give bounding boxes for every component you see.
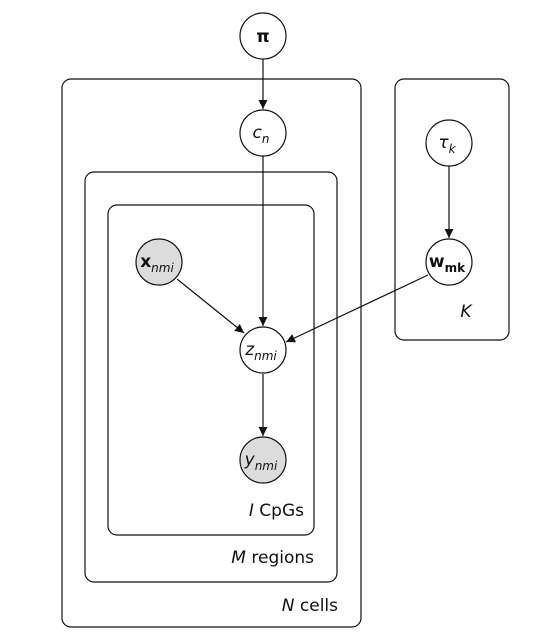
node-c-circle	[239, 109, 287, 157]
node-w-circle	[425, 238, 473, 286]
node-y-label: ynmi	[244, 450, 278, 473]
plate-regions	[84, 171, 338, 583]
plate-cpgs	[107, 204, 315, 536]
node-tau-circle	[425, 119, 473, 167]
node-x-circle	[135, 238, 183, 286]
node-w: wmk	[425, 238, 473, 286]
node-c: cn	[239, 109, 287, 157]
plate-cells-label: N cells	[282, 596, 338, 616]
node-z-circle	[239, 326, 287, 374]
node-tau-label: τk	[438, 133, 456, 156]
node-w-label: wmk	[429, 252, 466, 275]
node-x-label: xnmi	[140, 252, 174, 275]
node-pi: π	[239, 12, 287, 60]
plate-regions-label: M regions	[231, 548, 314, 568]
node-y: ynmi	[239, 436, 287, 484]
node-y-circle	[239, 436, 287, 484]
node-z: znmi	[239, 326, 287, 374]
node-c-label: cn	[253, 123, 270, 146]
node-tau: τk	[425, 119, 473, 167]
plate-cpgs-label: I CpGs	[249, 501, 304, 521]
plate-cells	[61, 78, 362, 628]
edge-x-to-z	[176, 278, 245, 334]
node-z-label: znmi	[244, 340, 277, 363]
plate-k-label: K	[460, 302, 473, 322]
node-pi-label: π	[256, 27, 269, 47]
node-pi-circle	[239, 12, 287, 60]
plate-k	[394, 78, 510, 341]
node-x: xnmi	[135, 238, 183, 286]
edge-w-to-z	[285, 274, 429, 343]
